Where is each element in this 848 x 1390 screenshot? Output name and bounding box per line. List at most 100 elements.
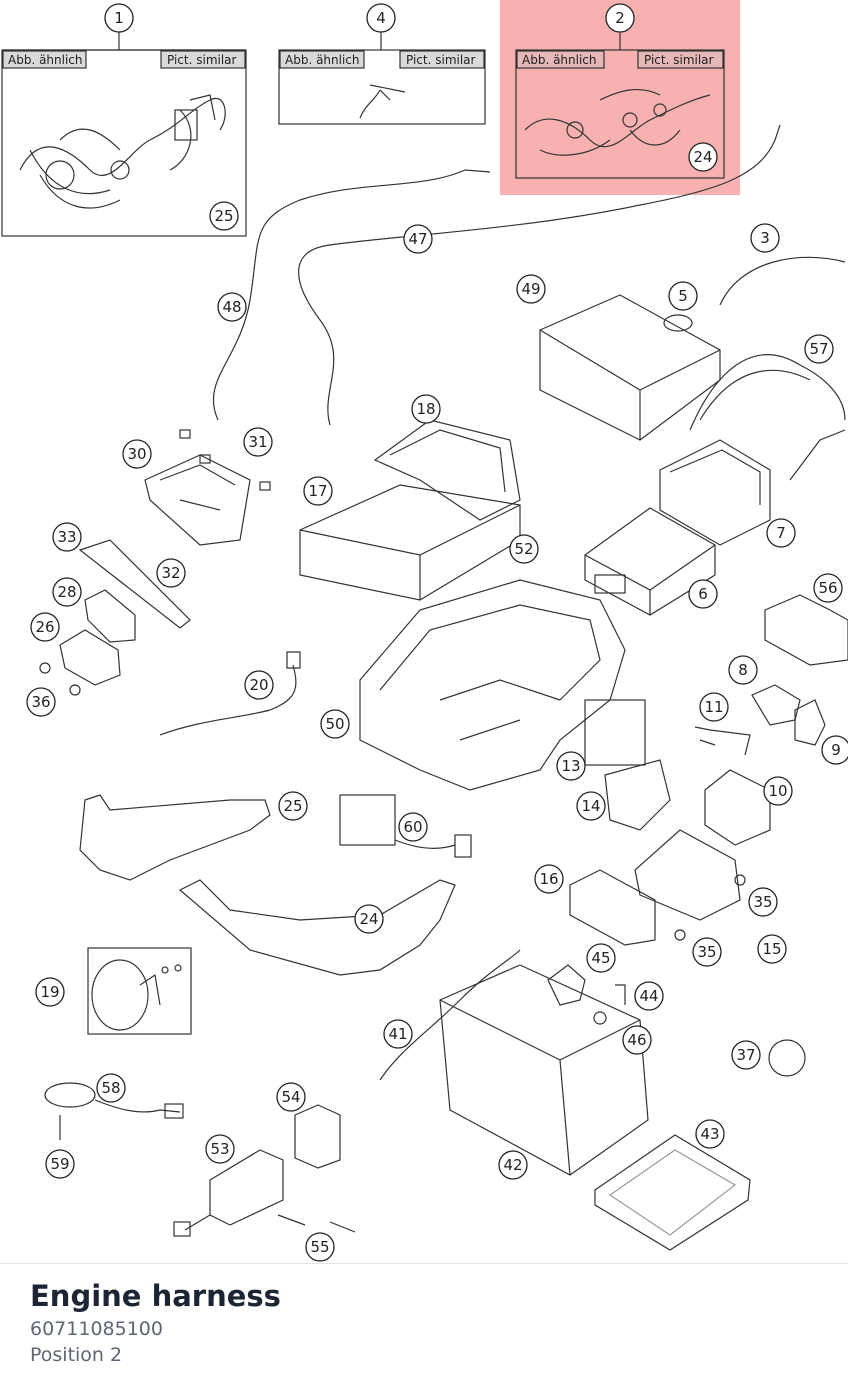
callout-circle[interactable] xyxy=(728,655,758,685)
tie-37[interactable] xyxy=(768,1039,806,1077)
horn-19[interactable] xyxy=(87,947,192,1035)
bracket-57[interactable] xyxy=(689,354,846,481)
callout-circle[interactable] xyxy=(695,1119,725,1149)
callout-part-15[interactable]: 15 xyxy=(757,934,787,964)
callout-part-49[interactable]: 49 xyxy=(516,274,546,304)
callout-part-42[interactable]: 42 xyxy=(498,1150,528,1180)
callout-part-24[interactable]: 24 xyxy=(354,904,384,934)
rail-25[interactable] xyxy=(79,794,271,881)
callout-circle[interactable] xyxy=(156,558,186,588)
callout-part-5[interactable]: 5 xyxy=(668,281,698,311)
callout-part-20[interactable]: 20 xyxy=(244,670,274,700)
callout-part-13[interactable]: 13 xyxy=(556,751,586,781)
clip-11[interactable] xyxy=(694,726,751,756)
screw-36a[interactable] xyxy=(39,662,51,674)
callout-circle[interactable] xyxy=(209,201,239,231)
callout-circle[interactable] xyxy=(634,981,664,1011)
callout-part-60[interactable]: 60 xyxy=(398,812,428,842)
callout-circle[interactable] xyxy=(26,687,56,717)
ecu-frame-18[interactable] xyxy=(373,419,521,521)
callout-circle[interactable] xyxy=(96,1073,126,1103)
callout-part-44[interactable]: 44 xyxy=(634,981,664,1011)
callout-circle[interactable] xyxy=(688,142,718,172)
callout-part-3[interactable]: 3 xyxy=(750,223,780,253)
callout-circle[interactable] xyxy=(320,709,350,739)
callout-circle[interactable] xyxy=(52,577,82,607)
callout-part-19[interactable]: 19 xyxy=(35,977,65,1007)
relay-9[interactable] xyxy=(794,699,826,746)
cable-47-48[interactable] xyxy=(212,124,781,426)
mount-plate-30[interactable] xyxy=(144,429,271,546)
callout-part-4[interactable]: 4 xyxy=(366,3,396,33)
callout-circle[interactable] xyxy=(354,904,384,934)
callout-part-53[interactable]: 53 xyxy=(205,1134,235,1164)
wiring-harness-box-2[interactable] xyxy=(515,32,725,179)
callout-part-11[interactable]: 11 xyxy=(699,692,729,722)
cover-26[interactable] xyxy=(59,629,121,686)
callout-circle[interactable] xyxy=(205,1134,235,1164)
connector-56[interactable] xyxy=(764,594,848,666)
callout-part-50[interactable]: 50 xyxy=(320,709,350,739)
holder-7[interactable] xyxy=(659,439,771,546)
callout-circle[interactable] xyxy=(498,1150,528,1180)
callout-circle[interactable] xyxy=(586,943,616,973)
callout-part-43[interactable]: 43 xyxy=(695,1119,725,1149)
terminal-45[interactable] xyxy=(547,964,586,1006)
callout-circle[interactable] xyxy=(804,334,834,364)
callout-circle[interactable] xyxy=(748,887,778,917)
callout-part-10[interactable]: 10 xyxy=(763,776,793,806)
callout-circle[interactable] xyxy=(305,1232,335,1262)
callout-part-25[interactable]: 25 xyxy=(278,791,308,821)
relay-8[interactable] xyxy=(751,684,801,726)
callout-circle[interactable] xyxy=(556,751,586,781)
cover-28[interactable] xyxy=(84,589,136,643)
callout-part-35b[interactable]: 35 xyxy=(692,937,722,967)
callout-part-52[interactable]: 52 xyxy=(509,534,539,564)
callout-part-54[interactable]: 54 xyxy=(276,1082,306,1112)
screw-35b[interactable] xyxy=(674,929,686,941)
fuse-block-14[interactable] xyxy=(604,759,671,831)
callout-circle[interactable] xyxy=(763,776,793,806)
callout-part-57[interactable]: 57 xyxy=(804,334,834,364)
callout-part-47[interactable]: 47 xyxy=(403,224,433,254)
bolts-55[interactable] xyxy=(277,1214,356,1233)
callout-circle[interactable] xyxy=(605,3,635,33)
callout-part-8[interactable]: 8 xyxy=(728,655,758,685)
callout-circle[interactable] xyxy=(622,1025,652,1055)
cable-3[interactable] xyxy=(719,256,846,306)
callout-circle[interactable] xyxy=(122,439,152,469)
screw-35a[interactable] xyxy=(734,874,746,886)
callout-circle[interactable] xyxy=(821,735,848,765)
bracket-33[interactable] xyxy=(78,539,191,629)
control-unit-6[interactable] xyxy=(584,507,716,616)
callout-part-25-box[interactable]: 25 xyxy=(209,201,239,231)
callout-part-37[interactable]: 37 xyxy=(731,1040,761,1070)
callout-part-16[interactable]: 16 xyxy=(534,864,564,894)
screw-44[interactable] xyxy=(615,984,626,1005)
battery-mat-43[interactable] xyxy=(594,1134,751,1251)
callout-part-58[interactable]: 58 xyxy=(96,1073,126,1103)
callout-circle[interactable] xyxy=(692,937,722,967)
callout-part-41[interactable]: 41 xyxy=(383,1019,413,1049)
callout-circle[interactable] xyxy=(278,791,308,821)
callout-part-30[interactable]: 30 xyxy=(122,439,152,469)
callout-circle[interactable] xyxy=(366,3,396,33)
callout-part-7[interactable]: 7 xyxy=(766,518,796,548)
regulator-15[interactable] xyxy=(634,829,741,921)
callout-part-55[interactable]: 55 xyxy=(305,1232,335,1262)
callout-part-6[interactable]: 6 xyxy=(688,579,718,609)
callout-circle[interactable] xyxy=(104,3,134,33)
callout-circle[interactable] xyxy=(668,281,698,311)
callout-part-31[interactable]: 31 xyxy=(243,427,273,457)
callout-circle[interactable] xyxy=(383,1019,413,1049)
cable-41[interactable] xyxy=(379,949,521,1081)
callout-circle[interactable] xyxy=(243,427,273,457)
callout-part-45[interactable]: 45 xyxy=(586,943,616,973)
callout-part-26[interactable]: 26 xyxy=(30,612,60,642)
callout-circle[interactable] xyxy=(534,864,564,894)
callout-part-24-box[interactable]: 24 xyxy=(688,142,718,172)
wiring-harness-box-4[interactable] xyxy=(278,32,486,125)
callout-part-32[interactable]: 32 xyxy=(156,558,186,588)
callout-circle[interactable] xyxy=(398,812,428,842)
callout-circle[interactable] xyxy=(30,612,60,642)
